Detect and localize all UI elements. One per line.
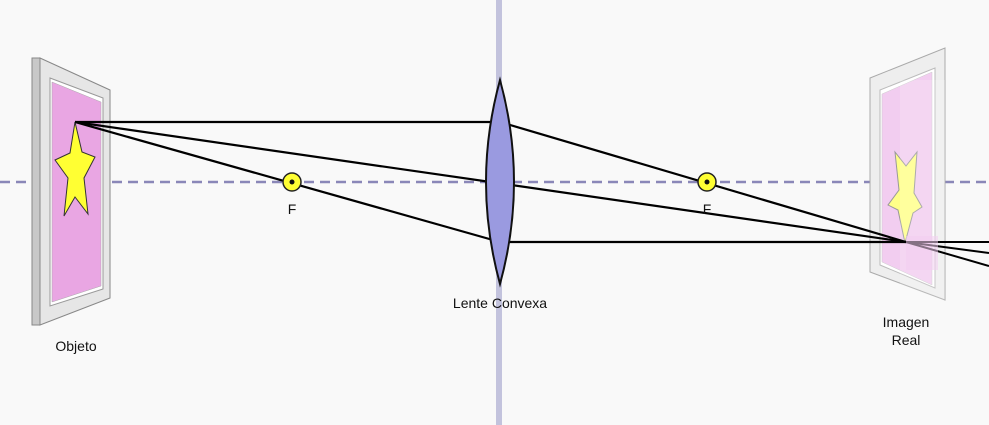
image-label-line1: Imagen: [883, 314, 930, 330]
inverted-star-icon: [887, 150, 923, 244]
object-label: Objeto: [55, 338, 96, 354]
focal-point-left: [282, 172, 302, 192]
convex-lens: [485, 76, 515, 288]
focal-label-left: F: [288, 201, 297, 217]
star-icon: [54, 121, 96, 217]
lens-label: Lente Convexa: [453, 295, 547, 311]
object-screen: [31, 57, 111, 326]
focal-label-right: F: [703, 201, 712, 217]
focal-point-right: [697, 172, 717, 192]
image-label-line2: Real: [892, 332, 921, 348]
